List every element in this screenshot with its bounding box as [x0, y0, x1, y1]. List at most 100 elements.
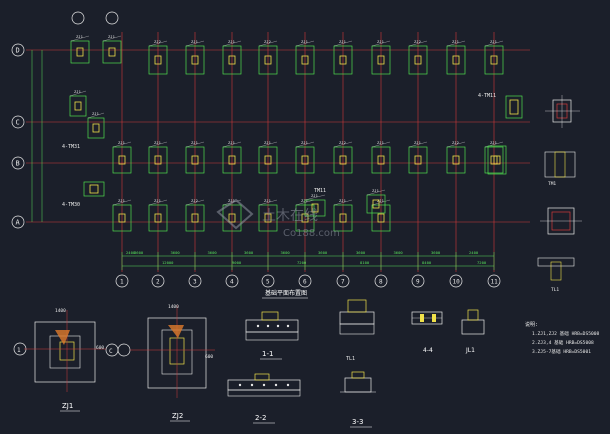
svg-text:1400: 1400	[168, 304, 179, 310]
footing-pad: ZJ1	[366, 188, 386, 214]
callout-right-1: 4-TM11	[478, 93, 496, 99]
footing-pad: ZJ1	[185, 39, 205, 75]
footing-tag: ZJ1	[339, 198, 347, 203]
detail-section-2-2-title: 2-2	[255, 414, 266, 422]
col-axis-bubble: 7	[336, 274, 350, 288]
footing-pad: ZJ1	[222, 140, 242, 174]
dimension-label: 2400	[469, 250, 479, 255]
dimension-label: 8400	[422, 260, 432, 265]
footing-tag: ZJ2	[154, 39, 161, 44]
notes-block: 说明: 1.ZJ1,ZJ2 基础 HRB=DS5008 2.ZJ3,4 基础 H…	[525, 321, 600, 355]
right-detail-section-1: TM1	[544, 151, 576, 187]
col-axis-label: 3	[193, 279, 197, 286]
footing-tag: ZJ1	[191, 39, 199, 44]
footing-tag: ZJ1	[377, 198, 385, 203]
footing-pad: ZJ1	[484, 39, 504, 75]
footing-tag: ZJ1	[108, 34, 116, 39]
detail-section-3-3: 3-3	[340, 371, 376, 428]
detail-section-1-1: 1-1	[245, 311, 299, 360]
top-axis-bubble	[105, 11, 119, 25]
detail-section-jl1-title: JL1	[465, 347, 475, 354]
footing-tag: ZJ1	[228, 39, 236, 44]
footing-pad: ZJ1	[304, 193, 326, 217]
detail-zj2-title: ZJ2	[172, 412, 183, 420]
footing-tag: ZJ2	[452, 140, 459, 145]
plan-title: 基础平面布置图	[265, 289, 307, 297]
dimension-label: 3600	[134, 250, 144, 255]
col-axis-label: 11	[491, 279, 499, 286]
dimension-label: 9000	[232, 260, 242, 265]
detail-section-1-1-title: 1-1	[262, 350, 273, 358]
footing-pad: ZJ1	[87, 111, 105, 139]
dimension-label: 3600	[356, 250, 366, 255]
svg-text:600: 600	[96, 345, 104, 351]
watermark-cn: 土木在线	[262, 208, 318, 224]
row-axis-bubble: A	[11, 215, 25, 229]
detail-zj1-title: ZJ1	[62, 402, 73, 410]
footing-pad: ZJ1	[185, 140, 205, 174]
footing-tag: ZJ1	[414, 140, 422, 145]
footing-tag: ZJ1	[191, 140, 199, 145]
footing-tag: ZJ1	[452, 39, 460, 44]
svg-text:600: 600	[205, 354, 213, 360]
dimension-label: 7200	[477, 260, 487, 265]
row-axis-label: D	[16, 47, 20, 55]
detail-section-tl1-title: TL1	[346, 356, 355, 362]
row-axis-label: C	[16, 119, 20, 127]
footing-pad: ZJ1	[69, 89, 87, 117]
footing-pad: ZJ2	[408, 39, 428, 75]
footing-pad: ZJ1	[148, 140, 168, 174]
footing-tag: ZJ1	[228, 198, 236, 203]
col-axis-label: 7	[341, 279, 345, 286]
row-axis-label: B	[16, 160, 20, 168]
dimension-label: 12000	[162, 260, 174, 265]
detail-section-4-4: 4-4	[411, 311, 443, 354]
row-axis-bubble: D	[11, 43, 25, 57]
footing-tag: ZJ1	[264, 198, 272, 203]
svg-text:C: C	[109, 348, 113, 355]
footing-pad: ZJ2	[185, 198, 205, 232]
footing-pad: ZJ1	[446, 39, 466, 75]
dimension-label: 3600	[318, 250, 328, 255]
detail-zj2: C 1400 600 ZJ2	[105, 304, 215, 422]
dimension-label: 3600	[208, 250, 218, 255]
footing-pad: ZJ1	[408, 140, 428, 174]
footing-tag: ZJ1	[76, 34, 84, 39]
detail-section-jl1: JL1	[461, 309, 485, 354]
col-axis-bubble: 10	[449, 274, 463, 288]
col-axis-label: 1	[120, 279, 124, 286]
dimension-label: 3600	[394, 250, 404, 255]
side-label-tl2: TM1	[548, 181, 556, 187]
col-axis-bubble: 3	[188, 274, 202, 288]
detail-section-4-4-title: 4-4	[423, 347, 433, 354]
svg-text:1: 1	[17, 347, 21, 354]
right-detail-column-1	[545, 95, 580, 128]
footing-tag: ZJ2	[414, 39, 421, 44]
col-axis-bubble: 2	[151, 274, 165, 288]
footing-tag: ZJ1	[264, 140, 272, 145]
svg-text:1400: 1400	[55, 308, 66, 314]
footing-pad: ZJ2	[258, 39, 278, 75]
edge-detail-axis-b	[83, 181, 105, 197]
footing-pad: ZJ1	[295, 39, 315, 75]
footing-tag: ZJ1	[228, 140, 236, 145]
dimension-label: 7200	[297, 260, 307, 265]
footing-tag: ZJ1	[301, 140, 309, 145]
footing-tag: ZJ2	[339, 140, 346, 145]
footing-tag: ZJ1	[490, 140, 498, 145]
footing-pad: ZJ1	[333, 39, 353, 75]
top-axis-bubble	[71, 11, 85, 25]
footing-tag: ZJ1	[301, 39, 309, 44]
dimension-label: 3600	[171, 250, 181, 255]
dimension-label: 3600	[431, 250, 441, 255]
footing-tag: ZJ1	[74, 89, 82, 94]
detail-section-2-2: 2-2	[227, 373, 301, 424]
footing-tag: ZJ1	[118, 140, 126, 145]
edge-detail-axis-c	[487, 95, 523, 175]
footing-pad: ZJ1	[102, 34, 122, 64]
col-axis-label: 8	[379, 279, 383, 286]
right-detail-section-2: TL1	[537, 257, 575, 293]
side-label-t-sec: TL1	[551, 287, 559, 293]
